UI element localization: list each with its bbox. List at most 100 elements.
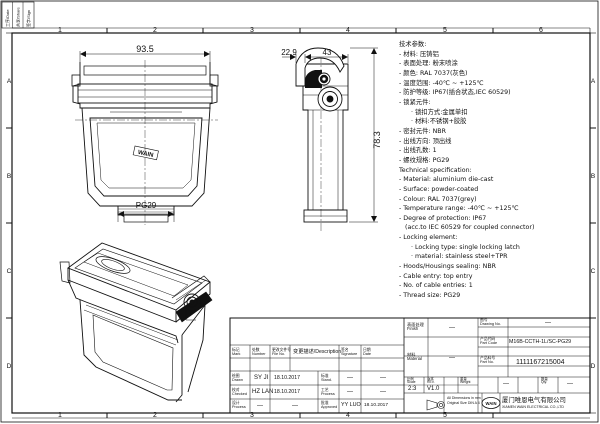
std-label-0: 标准 Stand. bbox=[321, 374, 332, 382]
header-file-no: 更改文件号 File No. bbox=[272, 348, 291, 356]
spec-item: - 锁紧元件: bbox=[399, 98, 431, 106]
strip-label: 工序/Date bbox=[4, 9, 10, 27]
drawing-no-label: 图号 Drawing No. bbox=[480, 318, 501, 326]
col-number: 6 bbox=[539, 27, 543, 34]
spec-item: · Locking type: single locking latch bbox=[411, 243, 520, 251]
spec-item: · material: stainless steel+TPR bbox=[411, 253, 508, 261]
row-letter: C bbox=[591, 268, 596, 275]
row-letter: D bbox=[591, 363, 596, 370]
std-name-0: — bbox=[347, 375, 353, 381]
dimensions-note: All Dimensions in mm Original Size DIN A… bbox=[447, 396, 481, 405]
row-letters: A B C D A B C D bbox=[7, 78, 596, 370]
spec-item: - 材料: 压铸铝 bbox=[399, 50, 439, 58]
role-drawn: 绘图 Drawn bbox=[232, 374, 243, 382]
spec-item: · 锁扣方式:金属单扣 bbox=[411, 108, 468, 116]
company-name-en: XIAMEN WAIN ELECTRICAL CO.,LTD bbox=[502, 405, 564, 409]
row-letter: A bbox=[7, 78, 12, 85]
role-checked: 校对 Checked bbox=[232, 388, 247, 396]
title-block-grid bbox=[229, 317, 591, 414]
row-letter: B bbox=[591, 173, 595, 180]
process-date: — bbox=[292, 403, 298, 409]
dim-thread-front: PG29 bbox=[136, 201, 157, 210]
technical-specification: 技术参数: - 材料: 压铸铝 - 表面处理: 粉末喷涂 - 颜色: RAL 7… bbox=[399, 40, 599, 301]
isometric-view bbox=[59, 242, 213, 403]
process-name: — bbox=[257, 403, 263, 409]
drawn-date: 18.10.2017 bbox=[274, 375, 300, 381]
strip-label: 共享/Share bbox=[15, 6, 21, 27]
col-number: 4 bbox=[346, 412, 350, 419]
dim-width-front: 93.5 bbox=[136, 44, 154, 54]
front-view: WAIN bbox=[71, 60, 219, 225]
col-number: 1 bbox=[58, 27, 62, 34]
drawing-no-value: — bbox=[545, 320, 551, 326]
spec-item: - 螺纹规格: PG29 bbox=[399, 156, 450, 164]
front-dimensions bbox=[79, 51, 211, 222]
column-numbers: 1 2 3 4 5 6 1 2 3 4 5 bbox=[58, 27, 543, 419]
col-number: 3 bbox=[250, 412, 254, 419]
company-name-cn: 厦门唯恩电气有限公司 bbox=[502, 396, 566, 404]
side-view bbox=[295, 47, 349, 232]
checked-date: 18.10.2017 bbox=[274, 389, 300, 395]
logo-text: WAIN bbox=[486, 401, 497, 406]
scale-value: 2:3 bbox=[408, 386, 417, 392]
spec-item: (acc.to IEC 60529 for coupled connector) bbox=[405, 224, 535, 232]
row-letter: D bbox=[7, 363, 12, 370]
spec-item: - Hoods/Housings sealing: NBR bbox=[399, 263, 497, 271]
rev-value: V1.0 bbox=[427, 386, 440, 392]
col-number: 4 bbox=[346, 27, 350, 34]
approved-date: 18.10.2017 bbox=[364, 403, 389, 408]
qty-label: 数量 Qty. bbox=[541, 376, 548, 384]
spec-item: · 材料:不锈钢+胶胶 bbox=[411, 118, 467, 126]
std-date-1: — bbox=[380, 389, 386, 395]
spec-item: - 密封元件: NBR bbox=[399, 127, 446, 135]
spec-item: - Locking element: bbox=[399, 234, 458, 242]
header-signature: 签名 Signature bbox=[341, 348, 358, 356]
spec-item: - Surface: powder-coated bbox=[399, 185, 479, 193]
material-label: 材料 Material bbox=[407, 352, 422, 362]
header-mark: 标记 Mark bbox=[232, 348, 241, 356]
part-code-value: M16B-CCTH-1L/SC-PG29 bbox=[509, 339, 572, 345]
side-dimensions bbox=[282, 47, 378, 223]
checked-name: HZ LAN bbox=[252, 389, 274, 395]
spec-item: - Material: aluminium die-cast bbox=[399, 176, 494, 184]
row-letter: B bbox=[7, 173, 11, 180]
part-code-label: 产品代码 Part Code bbox=[480, 337, 498, 345]
spec-item: - No. of cable entries: 1 bbox=[399, 282, 473, 290]
std-date-0: — bbox=[380, 375, 386, 381]
drawn-name: SY JI bbox=[254, 375, 269, 381]
std-label-1: 工艺 Process bbox=[321, 388, 335, 396]
row-letter: A bbox=[591, 78, 596, 85]
col-number: 3 bbox=[250, 27, 254, 34]
approved-name: YY LUO bbox=[341, 402, 361, 408]
spec-item: - Thread size: PG29 bbox=[399, 292, 461, 300]
spec-item: - Degree of protection: IP67 bbox=[399, 214, 487, 222]
weight-value: — bbox=[503, 381, 509, 387]
finish-value: — bbox=[449, 325, 455, 331]
weight-label: 重量 Weight bbox=[460, 376, 471, 384]
projection-symbol bbox=[426, 399, 445, 411]
material-value: — bbox=[449, 355, 455, 361]
dim-width-side: 43 bbox=[323, 48, 332, 57]
spec-item: - 防护等级: IP67(插合状态,IEC 60529) bbox=[399, 89, 511, 97]
dim-height-side: 78.3 bbox=[372, 131, 382, 149]
header-number: 处数 Number bbox=[252, 348, 266, 356]
spec-title-cn: 技术参数: bbox=[399, 41, 427, 48]
spec-title-en: Technical specification: bbox=[399, 166, 472, 174]
header-date: 日期 Date bbox=[363, 348, 372, 356]
qty-value: — bbox=[567, 381, 573, 387]
col-number: 5 bbox=[443, 27, 447, 34]
col-number: 1 bbox=[58, 412, 62, 419]
company-logo: WAIN bbox=[481, 397, 501, 409]
part-no-label: 产品料号 Part No. bbox=[480, 356, 496, 364]
left-strip-labels: 工序/Date 共享/Share 签字/Sign bbox=[4, 6, 31, 27]
header-description: 变更描述/Description bbox=[293, 349, 342, 355]
spec-item: - 颜色: RAL 7037(灰色) bbox=[399, 69, 468, 77]
col-number: 2 bbox=[153, 412, 157, 419]
spec-item: - 温度范围: -40℃ ~ +125℃ bbox=[399, 79, 484, 87]
std-label-2: 批准 Approved bbox=[321, 401, 338, 409]
part-no-value: 1111167215004 bbox=[516, 359, 565, 366]
col-number: 5 bbox=[443, 412, 447, 419]
spec-item: - 出线孔数: 1 bbox=[399, 147, 437, 155]
housing-label: WAIN bbox=[137, 150, 154, 159]
